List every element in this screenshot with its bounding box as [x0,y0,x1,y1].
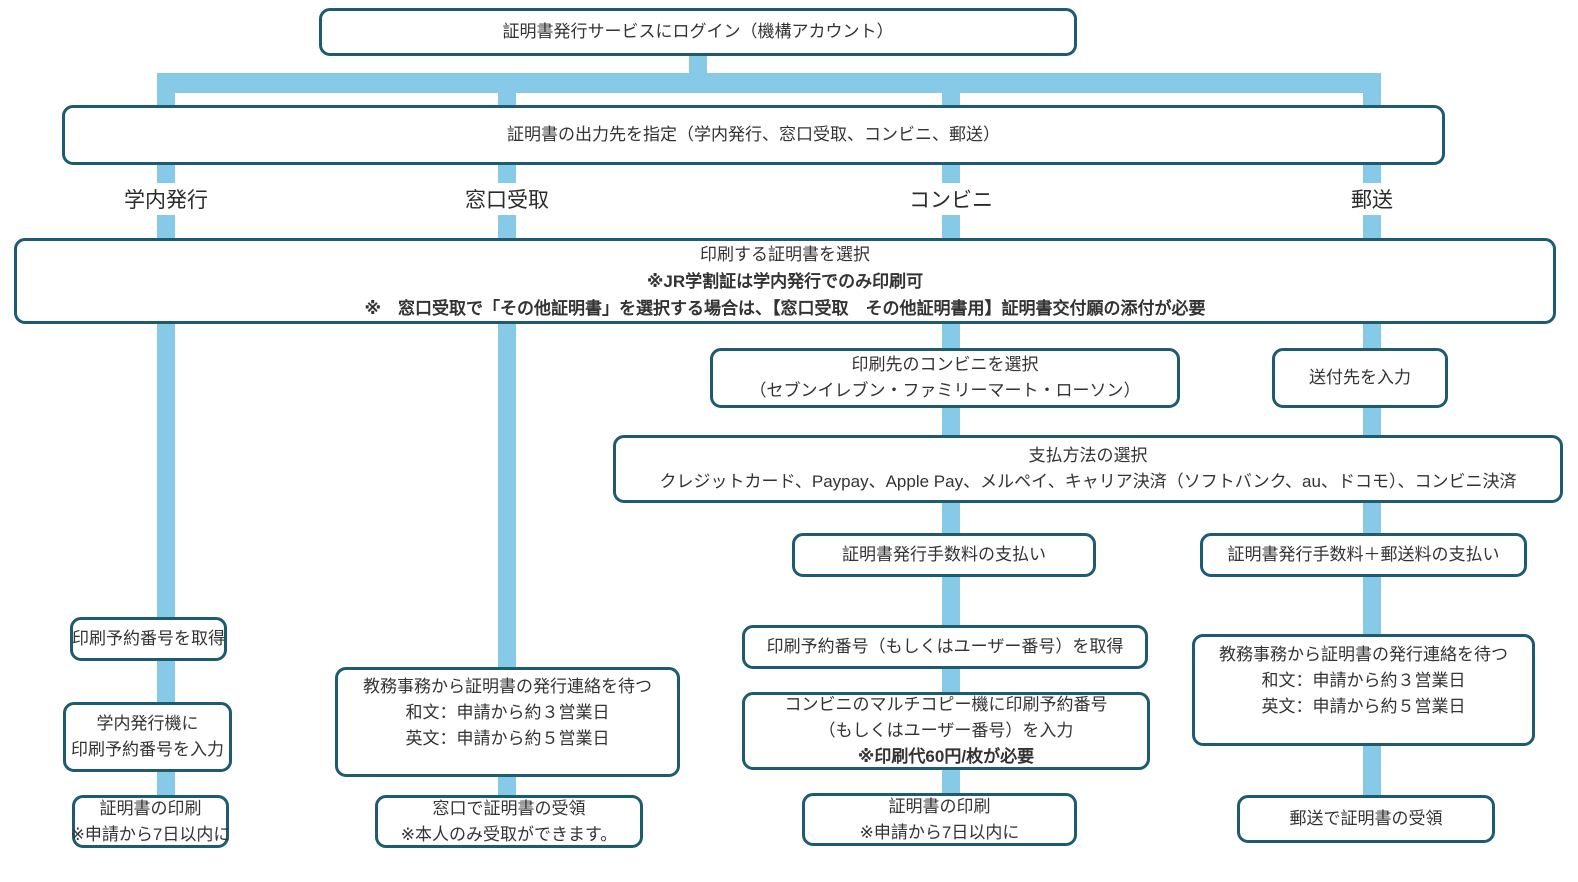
node-pay-fee-conbini: 証明書発行手数料の支払い [792,533,1096,577]
node-output-select: 証明書の出力先を指定（学内発行、窓口受取、コンビニ、郵送） [62,105,1445,165]
branch-label-mail: 郵送 [1312,183,1432,215]
node-enter-number-conbini: コンビニのマルチコピー機に印刷予約番号 （もしくはユーザー番号）を入力 ※印刷代… [742,692,1150,770]
node-enter-address: 送付先を入力 [1272,348,1448,408]
node-select-certificate: 印刷する証明書を選択 ※JR学割証は学内発行でのみ印刷可 ※ 窓口受取で「その他… [14,238,1556,324]
node-output-select-text: 証明書の出力先を指定（学内発行、窓口受取、コンビニ、郵送） [507,125,1000,144]
node-choose-conbini: 印刷先のコンビニを選択 （セブンイレブン・ファミリーマート・ローソン） [710,348,1180,408]
node-payment-method: 支払方法の選択 クレジットカード、Paypay、Apple Pay、メルペイ、キ… [613,435,1563,503]
node-get-number-conbini: 印刷予約番号（もしくはユーザー番号）を取得 [742,625,1148,669]
select-certificate-note-jr: ※JR学割証は学内発行でのみ印刷可 [646,271,924,291]
node-get-number-campus: 印刷予約番号を取得 [70,617,227,661]
branch-label-campus: 学内発行 [96,183,236,215]
node-print-conbini: 証明書の印刷 ※申請から7日以内に [802,793,1077,846]
node-login-text: 証明書発行サービスにログイン（機構アカウント） [502,22,894,41]
node-receive-window: 窓口で証明書の受領 ※本人のみ受取ができます。 [375,795,643,848]
select-certificate-note-window: ※ 窓口受取で「その他証明書」を選択する場合は、【窓口受取 その他証明書用】証明… [364,298,1206,318]
node-pay-fee-mail: 証明書発行手数料＋郵送料の支払い [1200,533,1527,577]
branch-label-window: 窓口受取 [437,183,577,215]
connector-login-down [689,54,707,76]
select-certificate-line1: 印刷する証明書を選択 [700,244,870,264]
node-wait-issue-mail: 教務事務から証明書の発行連絡を待つ 和文：申請から約３営業日 英文：申請から約５… [1192,634,1535,746]
branch-label-conbini: コンビニ [881,183,1021,215]
node-receive-mail: 郵送で証明書の受領 [1237,795,1495,843]
node-enter-number-campus: 学内発行機に 印刷予約番号を入力 [63,702,232,772]
node-login: 証明書発行サービスにログイン（機構アカウント） [319,8,1077,56]
connector-distribution-bar [157,73,1381,93]
node-wait-issue-window: 教務事務から証明書の発行連絡を待つ 和文：申請から約３営業日 英文：申請から約５… [335,667,680,777]
print-cost-note: ※印刷代60円/枚が必要 [857,747,1035,766]
node-print-campus: 証明書の印刷 ※申請から7日以内に [71,795,230,848]
